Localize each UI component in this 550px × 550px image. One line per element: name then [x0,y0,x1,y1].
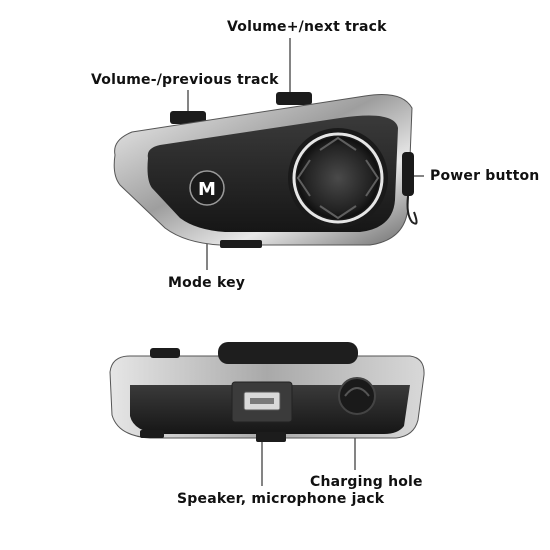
dial-arrows [296,136,380,220]
jack-slot [250,398,274,404]
label-mode-key: Mode key [168,275,246,291]
charging-cap-latch [344,387,370,397]
charging-hole[interactable] [338,377,376,415]
lanyard-loop [406,195,418,225]
bottom-clip-right [256,432,286,442]
bottom-dial-top [218,342,358,364]
label-volume-minus: Volume-/previous track [91,72,279,88]
dial-face [297,137,379,219]
label-charging-hole: Charging hole [310,474,423,490]
bottom-clip-left [140,430,164,438]
mount-clip [220,240,262,248]
mode-logo: M [198,179,216,200]
mode-key[interactable] [189,170,225,206]
label-volume-plus: Volume+/next track [227,19,387,35]
bottom-button[interactable] [150,348,180,358]
label-power-button: Power button [430,168,540,184]
dial-ring [292,132,384,224]
volume-plus-button[interactable] [276,92,312,105]
label-speaker-jack: Speaker, microphone jack [177,491,385,507]
power-button[interactable] [402,152,414,196]
volume-minus-button[interactable] [170,111,206,124]
